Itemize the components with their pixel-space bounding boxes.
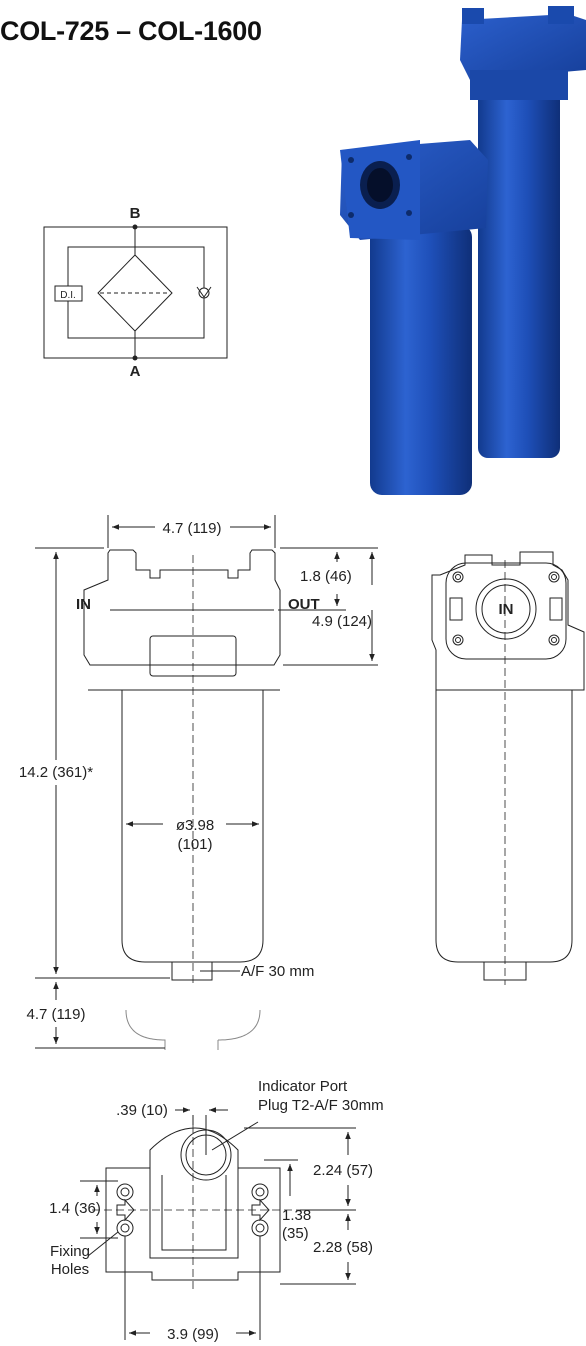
schematic-port-a: A <box>130 363 141 380</box>
dim-upper-depth: 2.24 (57) <box>313 1162 373 1179</box>
filter-head-outline <box>83 549 281 666</box>
flow-arrow-right <box>251 1198 270 1222</box>
fixing-holes-label-2: Holes <box>51 1261 89 1278</box>
tall-filter-bowl <box>478 58 560 458</box>
short-filter-bowl <box>370 225 472 495</box>
dim-port-offset: .39 (10) <box>116 1102 168 1119</box>
schematic-bypass-loop <box>67 246 205 339</box>
schematic-port-b: B <box>130 205 141 222</box>
side-inlet-label: IN <box>499 601 514 618</box>
schematic-check-valve <box>198 287 210 299</box>
dim-drain-plug: A/F 30 mm <box>241 963 314 980</box>
schematic-filter-element <box>97 254 173 332</box>
side-view <box>431 551 585 985</box>
dim-hole-spacing-right-mm: (35) <box>282 1225 309 1242</box>
dim-head-height: 4.9 (124) <box>312 613 372 630</box>
hydraulic-schematic <box>43 224 228 361</box>
dim-hole-width: 3.9 (99) <box>167 1326 219 1343</box>
schematic-indicator-box <box>54 285 83 302</box>
front-view-dimensions <box>35 515 378 1049</box>
dim-bowl-diameter-mm: (101) <box>177 836 212 853</box>
flow-arrow-left <box>116 1198 135 1222</box>
page-title: COL-725 – COL-1600 <box>0 16 262 46</box>
dim-bowl-diameter: ø3.98 <box>176 817 214 834</box>
fixing-hole-top-right <box>251 1183 269 1201</box>
top-view <box>92 1125 300 1290</box>
front-view <box>83 549 281 1050</box>
side-port-circle <box>475 578 537 640</box>
dim-width-top: 4.7 (119) <box>163 520 222 537</box>
dim-head-upper: 1.8 (46) <box>300 568 352 585</box>
fixing-hole-bottom-left <box>116 1219 134 1237</box>
fixing-hole-top-left <box>116 1183 134 1201</box>
dim-overall-height: 14.2 (361)* <box>19 764 93 781</box>
fixing-hole-bottom-right <box>251 1219 269 1237</box>
tall-filter-head <box>460 14 586 80</box>
dim-removal-clearance: 4.7 (119) <box>27 1006 86 1023</box>
indicator-port-label: Indicator Port <box>258 1078 348 1095</box>
indicator-port-plug-label: Plug T2-A/F 30mm <box>258 1097 384 1114</box>
dim-hole-spacing-left: 1.4 (36) <box>49 1200 101 1217</box>
front-inlet-label: IN <box>76 596 91 613</box>
product-photo <box>340 6 586 495</box>
fixing-holes-label: Fixing <box>50 1243 90 1260</box>
side-body-outline <box>431 551 585 963</box>
top-view-dimensions <box>80 1107 356 1340</box>
front-outlet-label: OUT <box>288 596 320 613</box>
schematic-indicator-label: D.I. <box>60 290 76 301</box>
side-flange <box>445 562 567 660</box>
dim-hole-spacing-right: 1.38 <box>282 1207 311 1224</box>
dim-lower-depth: 2.28 (58) <box>313 1239 373 1256</box>
